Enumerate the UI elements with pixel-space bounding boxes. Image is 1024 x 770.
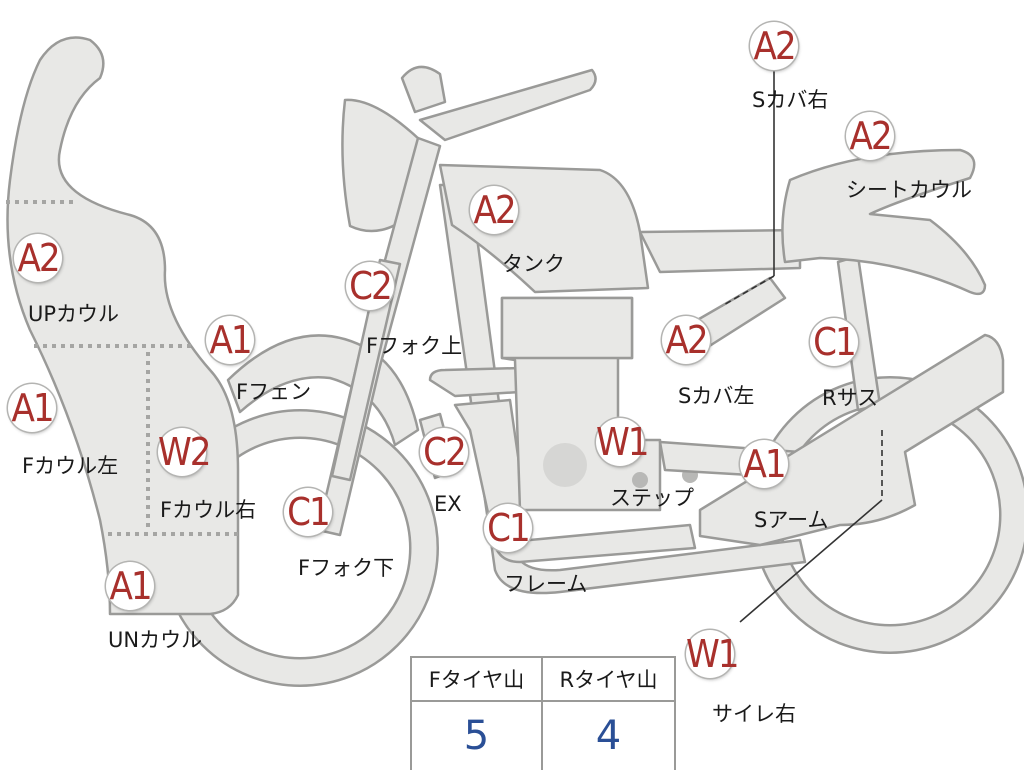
grade-badge-f-cowl-left: A1 [8,384,56,432]
rear-subframe-shape [638,228,802,274]
rear-tire-value: 4 [595,713,622,759]
grade-badge-step: W1 [596,418,650,466]
grade-badge-f-cowl-right: W2 [158,428,212,476]
label-f-fork-lower: Fフォク下 [298,556,395,580]
label-frame: フレーム [504,572,588,596]
label-exhaust: EX [434,492,462,516]
silencer-shape [698,333,1005,547]
grade-badge-s-arm: A1 [740,440,788,488]
tire-tread-table: Fタイヤ山 Rタイヤ山 5 4 [410,656,676,770]
label-tank: タンク [502,252,565,276]
grade-badge-r-suspension: C1 [810,318,858,366]
label-r-suspension: Rサス [822,386,879,410]
label-s-cover-right: Sカバ右 [752,88,829,112]
label-silencer-right: サイレ右 [712,702,796,726]
front-tire-header: Fタイヤ山 [412,658,543,702]
label-up-cowl: UPカウル [28,302,120,326]
grade-badge-silencer-right: W1 [686,630,740,678]
grade-badge-seat-cowl: A2 [846,112,894,160]
handlebar-shape [418,68,597,142]
label-f-cowl-left: Fカウル左 [22,454,119,478]
label-f-cowl-right: Fカウル右 [160,498,257,522]
rear-tire-header: Rタイヤ山 [543,658,674,702]
label-seat-cowl: シートカウル [846,178,972,202]
grade-badge-s-cover-left: A2 [662,316,710,364]
front-tire-value: 5 [412,702,543,770]
label-step: ステップ [610,486,694,510]
grade-badge-f-fork-upper: C2 [346,262,394,310]
label-f-fender: Fフェン [236,380,312,404]
grade-badge-un-cowl: A1 [106,562,154,610]
grade-badge-up-cowl: A2 [14,234,62,282]
label-un-cowl: UNカウル [108,628,203,652]
grade-badge-frame: C1 [484,504,532,552]
grade-badge-f-fork-lower: C1 [284,488,332,536]
grade-badge-s-cover-right: A2 [750,22,798,70]
label-s-arm: Sアーム [754,508,829,532]
label-f-fork-upper: Fフォク上 [366,334,463,358]
grade-badge-f-fender: A1 [206,316,254,364]
label-s-cover-left: Sカバ左 [678,384,755,408]
frame-shape [438,183,807,595]
grade-badge-exhaust: C2 [420,428,468,476]
grade-badge-tank: A2 [470,186,518,234]
seat-cowl-shape [781,148,987,296]
